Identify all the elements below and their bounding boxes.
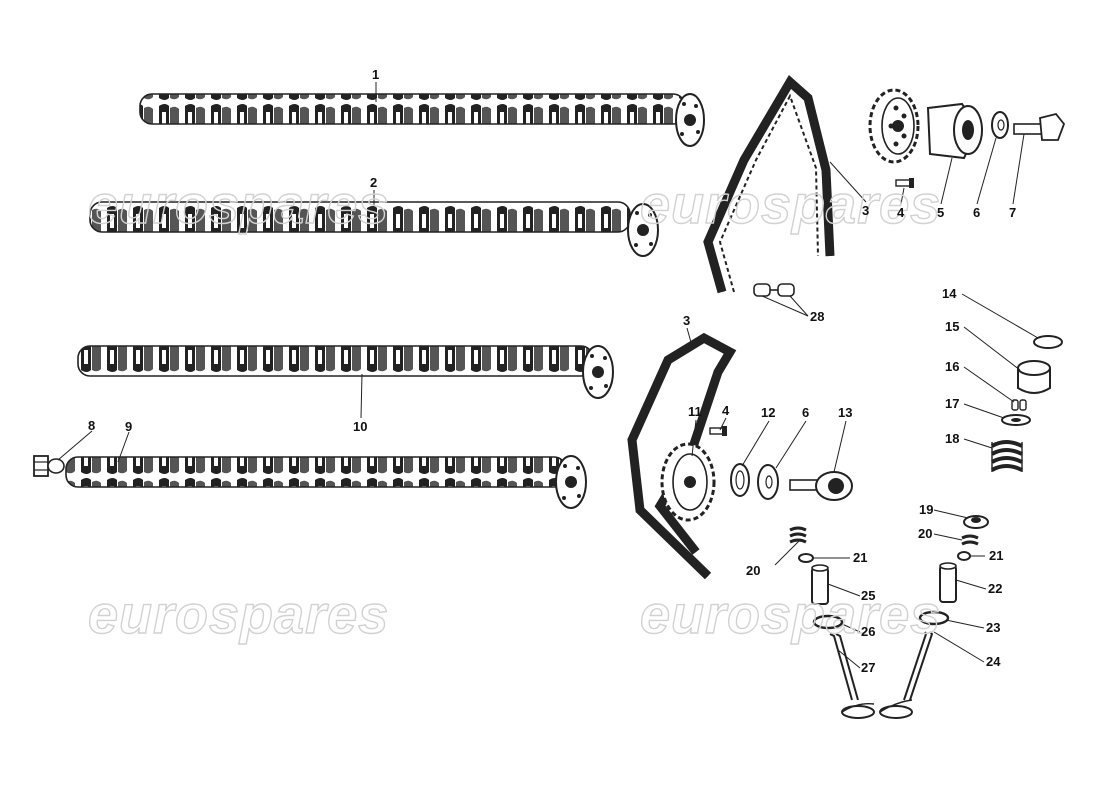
leader-lines [57, 82, 1039, 669]
camshaft-1 [139, 93, 705, 147]
valve-spring-18 [991, 440, 1023, 472]
callout-2: 2 [370, 175, 378, 190]
screw-4-lower [709, 426, 727, 436]
callout-5: 5 [937, 205, 945, 220]
watermark-bottom-left: eurospares [87, 584, 390, 645]
callout-26: 26 [861, 624, 876, 639]
callout-12: 12 [761, 405, 776, 420]
valve-guide-25 [811, 564, 829, 605]
callout-9: 9 [125, 419, 133, 434]
callout-3-lower: 3 [683, 313, 691, 328]
callout-24: 24 [986, 654, 1001, 669]
valve-guide-22 [939, 562, 957, 603]
camshaft-plug-8 [33, 455, 65, 477]
seat-ring-23 [918, 610, 950, 626]
valve-24 [879, 631, 934, 719]
callout-4-upper: 4 [897, 205, 905, 220]
callout-8: 8 [88, 418, 96, 433]
timing-chain-upper [703, 75, 835, 294]
callout-18: 18 [945, 431, 960, 446]
spring-20-left [789, 526, 807, 544]
watermark-bottom-right: eurospares [639, 584, 942, 645]
valve-27 [829, 633, 875, 719]
callout-15: 15 [945, 319, 960, 334]
callout-11: 11 [688, 404, 702, 419]
spring-cap-19 [963, 515, 989, 529]
callout-14: 14 [942, 286, 957, 301]
callout-7: 7 [1009, 205, 1017, 220]
callout-10: 10 [353, 419, 368, 434]
shim-14 [1033, 335, 1063, 349]
callout-21-right: 21 [989, 548, 1004, 563]
screw-4-upper [895, 178, 914, 188]
watermark-top-right: eurospares [639, 174, 942, 235]
washer-6-lower [757, 464, 779, 500]
retainer-17 [1001, 414, 1031, 426]
callout-4-lower: 4 [722, 403, 730, 418]
callout-6-lower: 6 [802, 405, 810, 420]
callout-23: 23 [986, 620, 1001, 635]
callout-21-left: 21 [853, 550, 868, 565]
callout-20-left: 20 [746, 563, 761, 578]
callout-28: 28 [810, 309, 825, 324]
callout-17: 17 [945, 396, 960, 411]
callout-22: 22 [988, 581, 1003, 596]
spring-20-right [961, 534, 979, 546]
bolt-13 [789, 471, 853, 501]
sprocket-11 [660, 442, 716, 522]
clip-21-right [957, 551, 971, 561]
chain-link-28 [753, 283, 795, 297]
callout-6-upper: 6 [973, 205, 981, 220]
callout-25: 25 [861, 588, 876, 603]
camshaft-10 [77, 345, 614, 399]
clip-21-left [798, 553, 814, 563]
callout-27: 27 [861, 660, 876, 675]
camshaft-9 [65, 455, 587, 509]
keeper-16 [1011, 399, 1027, 411]
bucket-tappet-15 [1017, 360, 1051, 394]
bolt-7 [1013, 112, 1066, 141]
callout-13: 13 [838, 405, 853, 420]
washer-6-upper [991, 111, 1009, 139]
camshaft-2 [89, 201, 659, 257]
ring-12 [730, 463, 750, 497]
callout-3-upper: 3 [862, 203, 870, 218]
watermark-top-left: eurospares [87, 174, 390, 235]
hub-5 [926, 102, 983, 160]
callout-16: 16 [945, 359, 960, 374]
seat-ring-26 [812, 614, 844, 630]
sprocket-upper [868, 88, 920, 164]
callout-20-right: 20 [918, 526, 933, 541]
callout-19: 19 [919, 502, 934, 517]
callout-1: 1 [372, 67, 380, 82]
